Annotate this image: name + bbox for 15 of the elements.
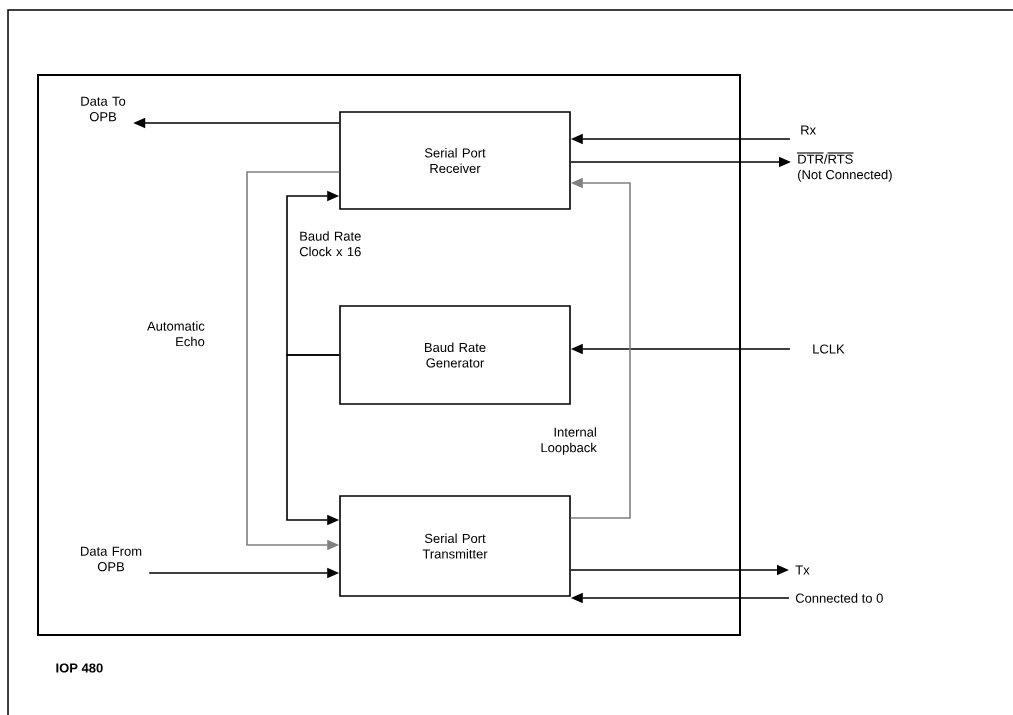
arrow [286, 190, 340, 356]
signal-label: Data To OPB [81, 96, 126, 122]
generator-box: Baud Rate Generator [339, 305, 571, 405]
edge-label: Baud Rate Clock x 16 [299, 231, 361, 257]
edge-label: Internal Loopback [541, 427, 597, 455]
transmitter-box: Serial Port Transmitter [339, 495, 571, 597]
signal-label: DTR/RTS (Not Connected) [796, 152, 892, 182]
receiver-box: Serial Port Receiver [339, 111, 571, 210]
signal-label: Tx [795, 565, 810, 575]
edge-label: Automatic Echo [147, 321, 205, 347]
signal-label: Data From OPB [81, 546, 142, 572]
signal-label: LCLK [813, 344, 845, 354]
signal-label: Connected to 0 [795, 593, 883, 603]
node-label: IOP 480 [56, 663, 103, 673]
signal-label: Rx [801, 125, 816, 135]
